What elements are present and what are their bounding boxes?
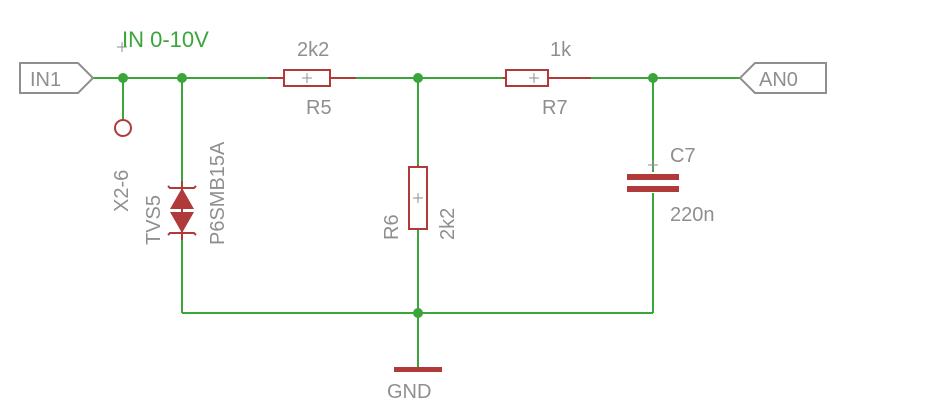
c7-lower-plate <box>627 186 679 192</box>
r6-name: R6 <box>381 214 403 240</box>
tvs-name: TVS5 <box>143 195 165 245</box>
tvs-value: P6SMB15A <box>207 141 229 245</box>
r5-name: R5 <box>306 97 332 119</box>
capacitor-c7: C7 220n <box>627 145 715 226</box>
r7-name: R7 <box>542 97 568 119</box>
tvs-diode: TVS5 P6SMB15A <box>143 141 229 245</box>
junction-dot <box>648 73 658 83</box>
r7-value: 1k <box>550 39 572 61</box>
input-port-in1: IN1 <box>19 62 95 94</box>
ground-label: GND <box>387 381 431 403</box>
junctions <box>118 73 658 318</box>
resistor-r5: 2k2 R5 <box>268 39 356 119</box>
input-port-shape <box>19 62 95 94</box>
ground-symbol: GND <box>387 367 442 403</box>
r7-body <box>505 69 549 87</box>
c7-value: 220n <box>670 204 715 226</box>
tvs-lower-triangle <box>170 212 194 233</box>
connector-x2-6: X2-6 <box>111 119 133 212</box>
ground-bar <box>394 367 442 372</box>
tvs-upper-bar <box>167 185 197 189</box>
output-port-label: AN0 <box>759 69 798 91</box>
net-label: IN 0-10V <box>122 27 209 52</box>
wires <box>93 77 740 368</box>
r5-value: 2k2 <box>297 39 329 61</box>
junction-dot <box>177 73 187 83</box>
tvs-lower-bar <box>167 232 197 236</box>
junction-dot <box>118 73 128 83</box>
connector-name: X2-6 <box>111 170 133 212</box>
output-port-shape <box>738 62 827 94</box>
junction-dot <box>413 73 423 83</box>
resistor-r6: R6 2k2 <box>381 165 459 240</box>
net-label-group: IN 0-10V <box>117 27 209 52</box>
resistor-r7: 1k R7 <box>503 39 591 119</box>
output-port-an0: AN0 <box>738 62 827 94</box>
tvs-upper-triangle <box>170 188 194 209</box>
junction-dot <box>413 308 423 318</box>
input-port-label: IN1 <box>30 69 61 91</box>
r6-value: 2k2 <box>437 208 459 240</box>
connector-pin-circle <box>114 119 132 137</box>
c7-name: C7 <box>670 145 696 167</box>
c7-upper-plate <box>627 174 679 180</box>
